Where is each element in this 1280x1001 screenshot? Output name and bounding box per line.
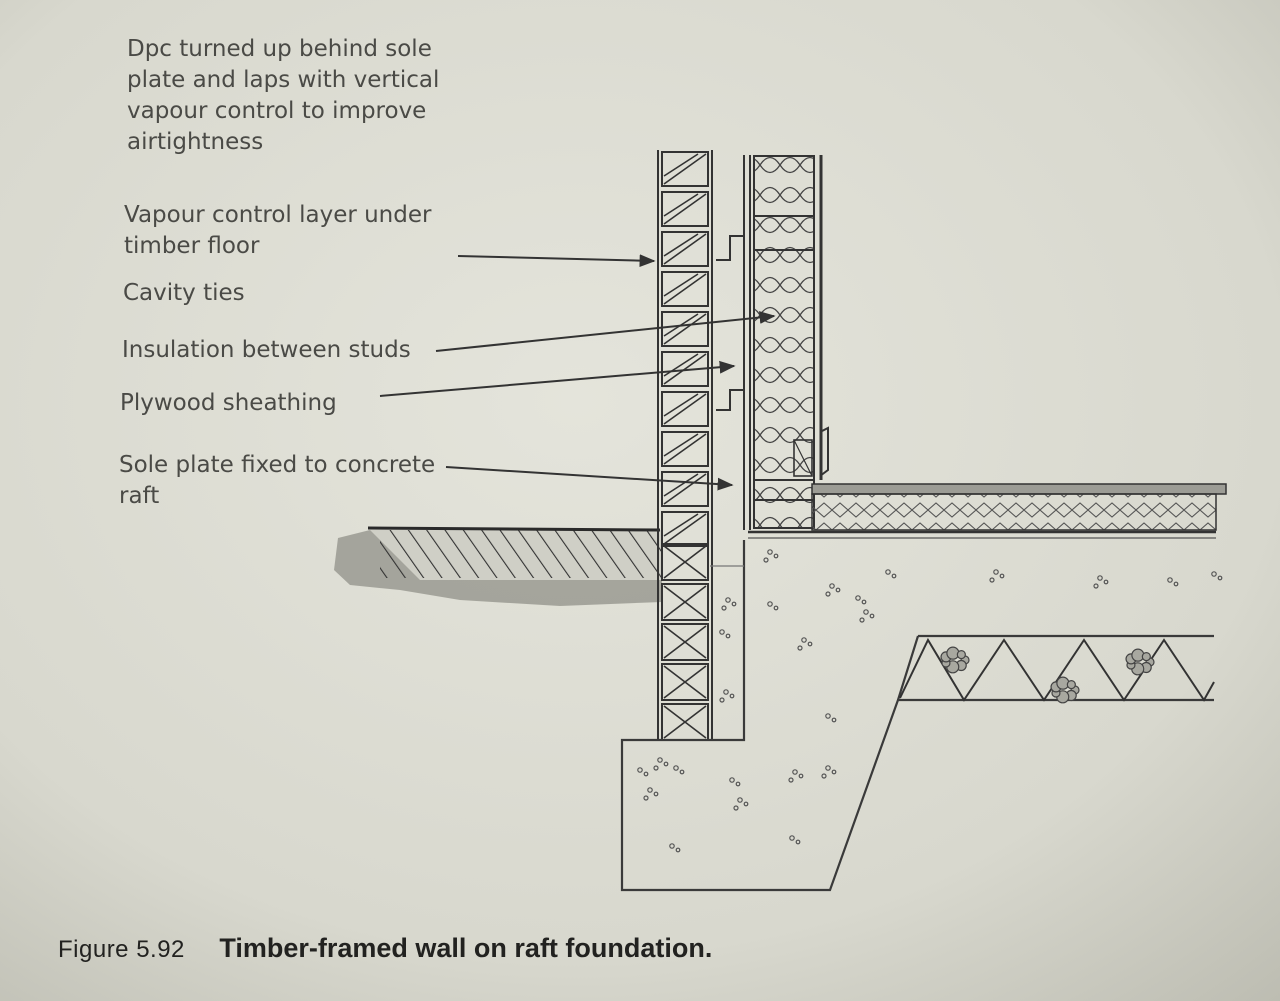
label-plywood: Plywood sheathing <box>120 388 337 419</box>
label-cavity-ties: Cavity ties <box>123 278 245 309</box>
label-line: timber floor <box>124 233 260 259</box>
cavity-ties <box>716 235 744 411</box>
concrete-aggregate <box>637 549 1223 853</box>
figure-title: Timber-framed wall on raft foundation. <box>219 933 713 963</box>
leader-cavity-ties <box>379 360 736 397</box>
label-insulation: Insulation between studs <box>122 335 411 366</box>
figure-number: Figure 5.92 <box>58 936 185 963</box>
label-line: raft <box>119 483 160 509</box>
leader-lines <box>379 254 776 491</box>
concrete-raft <box>620 540 1215 892</box>
label-line: Sole plate fixed to concrete <box>119 452 436 478</box>
label-line: Vapour control layer under <box>124 202 432 228</box>
ground-earth <box>334 526 662 606</box>
label-dpc: Dpc turned up behind sole plate and laps… <box>127 34 439 158</box>
label-line: airtightness <box>127 129 264 155</box>
leader-dpc <box>457 254 656 268</box>
leader-vapour-control <box>435 311 776 352</box>
timber-floor <box>748 483 1227 539</box>
leader-sole-plate <box>445 466 734 491</box>
label-line: Plywood sheathing <box>120 390 337 416</box>
plywood-sheathing <box>743 155 751 530</box>
label-line: plate and laps with vertical <box>127 67 440 93</box>
figure-caption: Figure 5.92 Timber-framed wall on raft f… <box>58 933 712 964</box>
hardcore-stones <box>940 646 1155 704</box>
timber-frame-insulation <box>753 155 829 529</box>
label-line: vapour control to improve <box>127 98 427 124</box>
label-line: Insulation between studs <box>122 337 411 363</box>
label-vapour-control: Vapour control layer under timber floor <box>124 200 431 262</box>
label-sole-plate: Sole plate fixed to concrete raft <box>119 450 435 512</box>
label-line: Dpc turned up behind sole <box>127 36 432 62</box>
label-line: Cavity ties <box>123 280 245 306</box>
